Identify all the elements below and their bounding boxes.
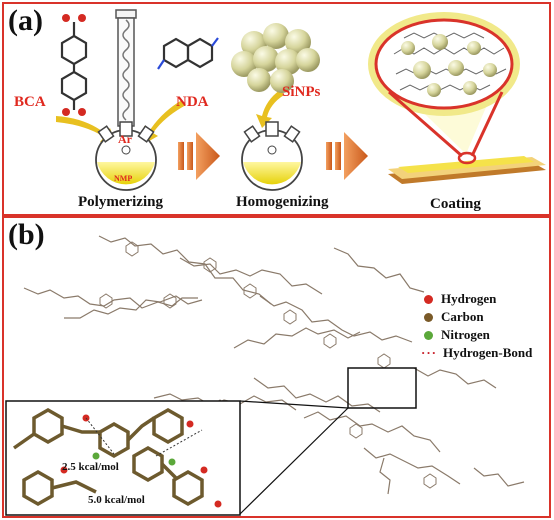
inset-closeup xyxy=(5,400,241,516)
nda-label: NDA xyxy=(176,94,209,110)
polymer-chains xyxy=(23,235,525,495)
step-coating: Coating xyxy=(430,196,481,212)
bca-label: BCA xyxy=(14,94,46,110)
legend-label: Nitrogen xyxy=(441,327,490,342)
dashed-line-icon: ··· xyxy=(421,345,438,360)
aromatic-rings xyxy=(99,241,437,489)
energy-label-1: 2.5 kcal/mol xyxy=(62,461,119,473)
hydrogen-dot-icon xyxy=(424,294,433,304)
legend-label: Hydrogen xyxy=(441,291,497,306)
ar-label: Ar xyxy=(118,132,132,146)
legend-hydrogen: Hydrogen xyxy=(424,290,496,308)
nmp-label: NMP xyxy=(114,174,133,183)
magnified-coating xyxy=(368,12,520,165)
step-arrow-1 xyxy=(178,132,220,180)
legend-label: Carbon xyxy=(441,309,484,324)
sinps-label: SiNPs xyxy=(282,84,321,100)
nda-molecule xyxy=(157,37,219,70)
zoom-region xyxy=(347,367,417,409)
nitrogen-dot-icon xyxy=(424,330,433,340)
legend-label: Hydrogen-Bond xyxy=(443,345,533,360)
coated-substrate xyxy=(388,156,546,184)
sinps-cluster xyxy=(231,23,320,93)
panel-a: (a) BCA NDA Ar NMP SiNPs Polymerizing Ho… xyxy=(2,2,551,216)
reagent-arrows xyxy=(56,90,284,144)
carbon-dot-icon xyxy=(424,312,433,322)
flask-homogenizing xyxy=(241,121,303,191)
bca-molecule xyxy=(60,14,88,116)
step-polymerizing: Polymerizing xyxy=(78,194,163,210)
step-arrow-2 xyxy=(326,132,368,180)
panel-b-tag: (b) xyxy=(8,218,45,251)
polymer-network xyxy=(5,235,525,516)
legend-carbon: Carbon xyxy=(424,308,484,326)
energy-label-2: 5.0 kcal/mol xyxy=(88,494,145,506)
condenser xyxy=(115,9,137,139)
legend-nitrogen: Nitrogen xyxy=(424,326,490,344)
panel-a-tag: (a) xyxy=(8,4,43,37)
step-homogenizing: Homogenizing xyxy=(236,194,329,210)
panel-a-graphics xyxy=(56,9,546,191)
flask-polymerizing xyxy=(95,121,157,191)
panel-b: (b) Hydrogen Carbon Nitrogen ··· Hydroge… xyxy=(2,216,551,518)
legend-hydrogen-bond: ··· Hydrogen-Bond xyxy=(421,344,532,362)
